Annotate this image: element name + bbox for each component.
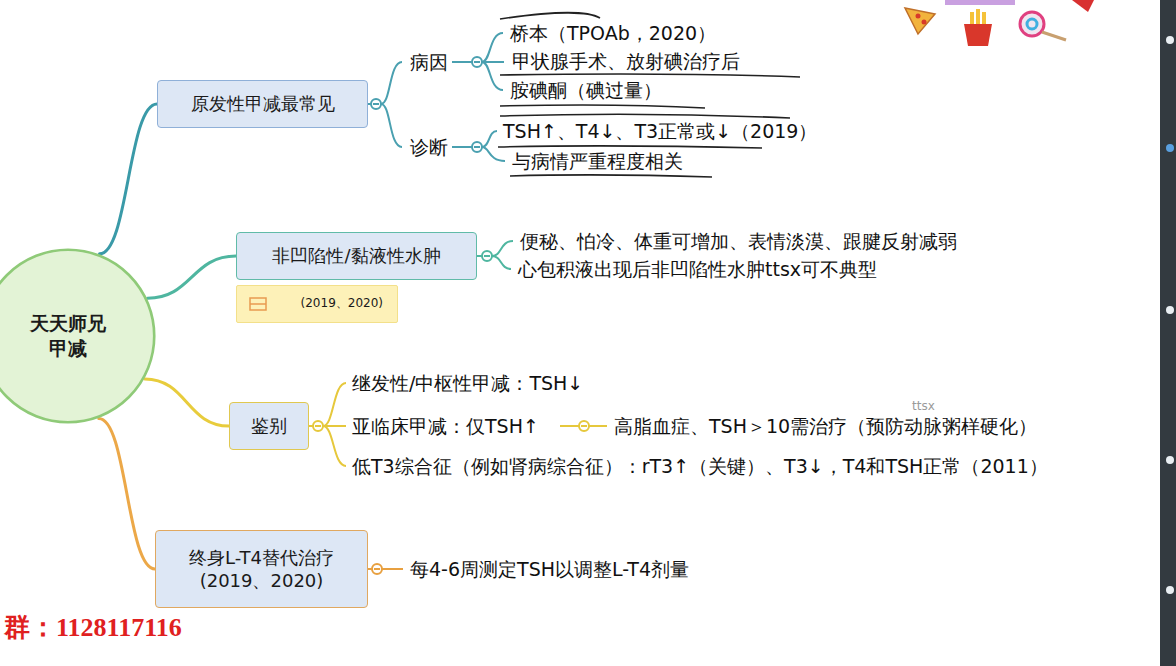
branch-connector <box>145 379 229 426</box>
branch-connector <box>147 256 236 298</box>
topic-box: 非凹陷性/黏液性水肿 <box>236 232 477 280</box>
node-text: 非凹陷性/黏液性水肿 <box>272 244 440 267</box>
emoji-bar <box>945 0 1015 5</box>
lollipop-icon <box>1020 12 1044 36</box>
node-text: 鉴别 <box>251 414 287 437</box>
toolbar-dot <box>1166 456 1174 464</box>
branch-text: 与病情严重程度相关 <box>512 150 683 173</box>
branch-text: 高脂血症、TSH＞10需治疗（预防动脉粥样硬化） <box>614 415 1037 438</box>
toolbar-dot <box>1166 36 1174 44</box>
branch-lines <box>477 241 513 269</box>
branch-text: 桥本（TPOAb，2020） <box>510 22 716 45</box>
watermark: ttsx <box>912 399 935 413</box>
branch-text: 便秘、怕冷、体重可增加、表情淡漠、跟腱反射减弱 <box>520 230 957 253</box>
toolbar-strip <box>1160 0 1176 666</box>
branch-text: 每4-6周测定TSH以调整L-T4剂量 <box>410 558 689 581</box>
node-text: 原发性甲减最常见 <box>191 92 335 115</box>
branch-text: 诊断 <box>410 136 448 159</box>
toolbar-dot <box>1166 586 1174 594</box>
branch-text: 甲状腺手术、放射碘治疗后 <box>512 50 740 73</box>
lollipop-icon <box>1042 32 1066 40</box>
branch-text: TSH↑、T4↓、T3正常或↓（2019） <box>503 120 817 143</box>
node-text: 终身L-T4替代治疗 (2019、2020) <box>167 546 357 593</box>
center-topic: 天天师兄 甲减 <box>0 248 156 424</box>
circle-outline <box>0 248 156 424</box>
fries-icon <box>964 24 992 46</box>
toolbar-dot <box>1166 306 1174 314</box>
collapse-icon <box>249 297 267 311</box>
pizza-icon <box>905 8 935 34</box>
branch-lines <box>368 564 403 574</box>
note-box: (2019、2020) <box>236 285 398 323</box>
circle-shape <box>0 250 154 422</box>
watermark: 群：1128117116 <box>4 612 182 643</box>
topic-box: 终身L-T4替代治疗 (2019、2020) <box>155 530 368 608</box>
toolbar-dot <box>1166 144 1174 152</box>
branch-connector <box>100 104 157 254</box>
branch-lines <box>309 383 607 466</box>
collapse-icon <box>250 303 266 305</box>
branch-text: 亚临床甲减：仅TSH↑ <box>352 415 539 438</box>
node-text: (2019、2020) <box>301 296 383 312</box>
branch-text: 继发性/中枢性甲减：TSH↓ <box>352 372 583 395</box>
branch-text: 低T3综合征（例如肾病综合征）：rT3↑（关键）、T3↓，T4和TSH正常（20… <box>352 455 1048 478</box>
emoji-icon <box>1072 0 1094 12</box>
branch-text: 病因 <box>410 51 448 74</box>
topic-box: 鉴别 <box>229 402 309 450</box>
branch-lines <box>368 33 505 161</box>
branch-connector <box>99 418 155 569</box>
pizza-icon <box>916 14 921 19</box>
collapse-icon <box>250 298 266 310</box>
pizza-icon <box>922 20 927 25</box>
node-text: 天天师兄 甲减 <box>27 311 109 360</box>
topic-box: 原发性甲减最常见 <box>157 80 368 128</box>
lollipop-icon <box>1027 19 1037 29</box>
branch-text: 心包积液出现后非凹陷性水肿ttsx可不典型 <box>518 258 877 281</box>
pen-marks <box>498 13 800 177</box>
branch-text: 胺碘酮（碘过量） <box>510 79 662 102</box>
